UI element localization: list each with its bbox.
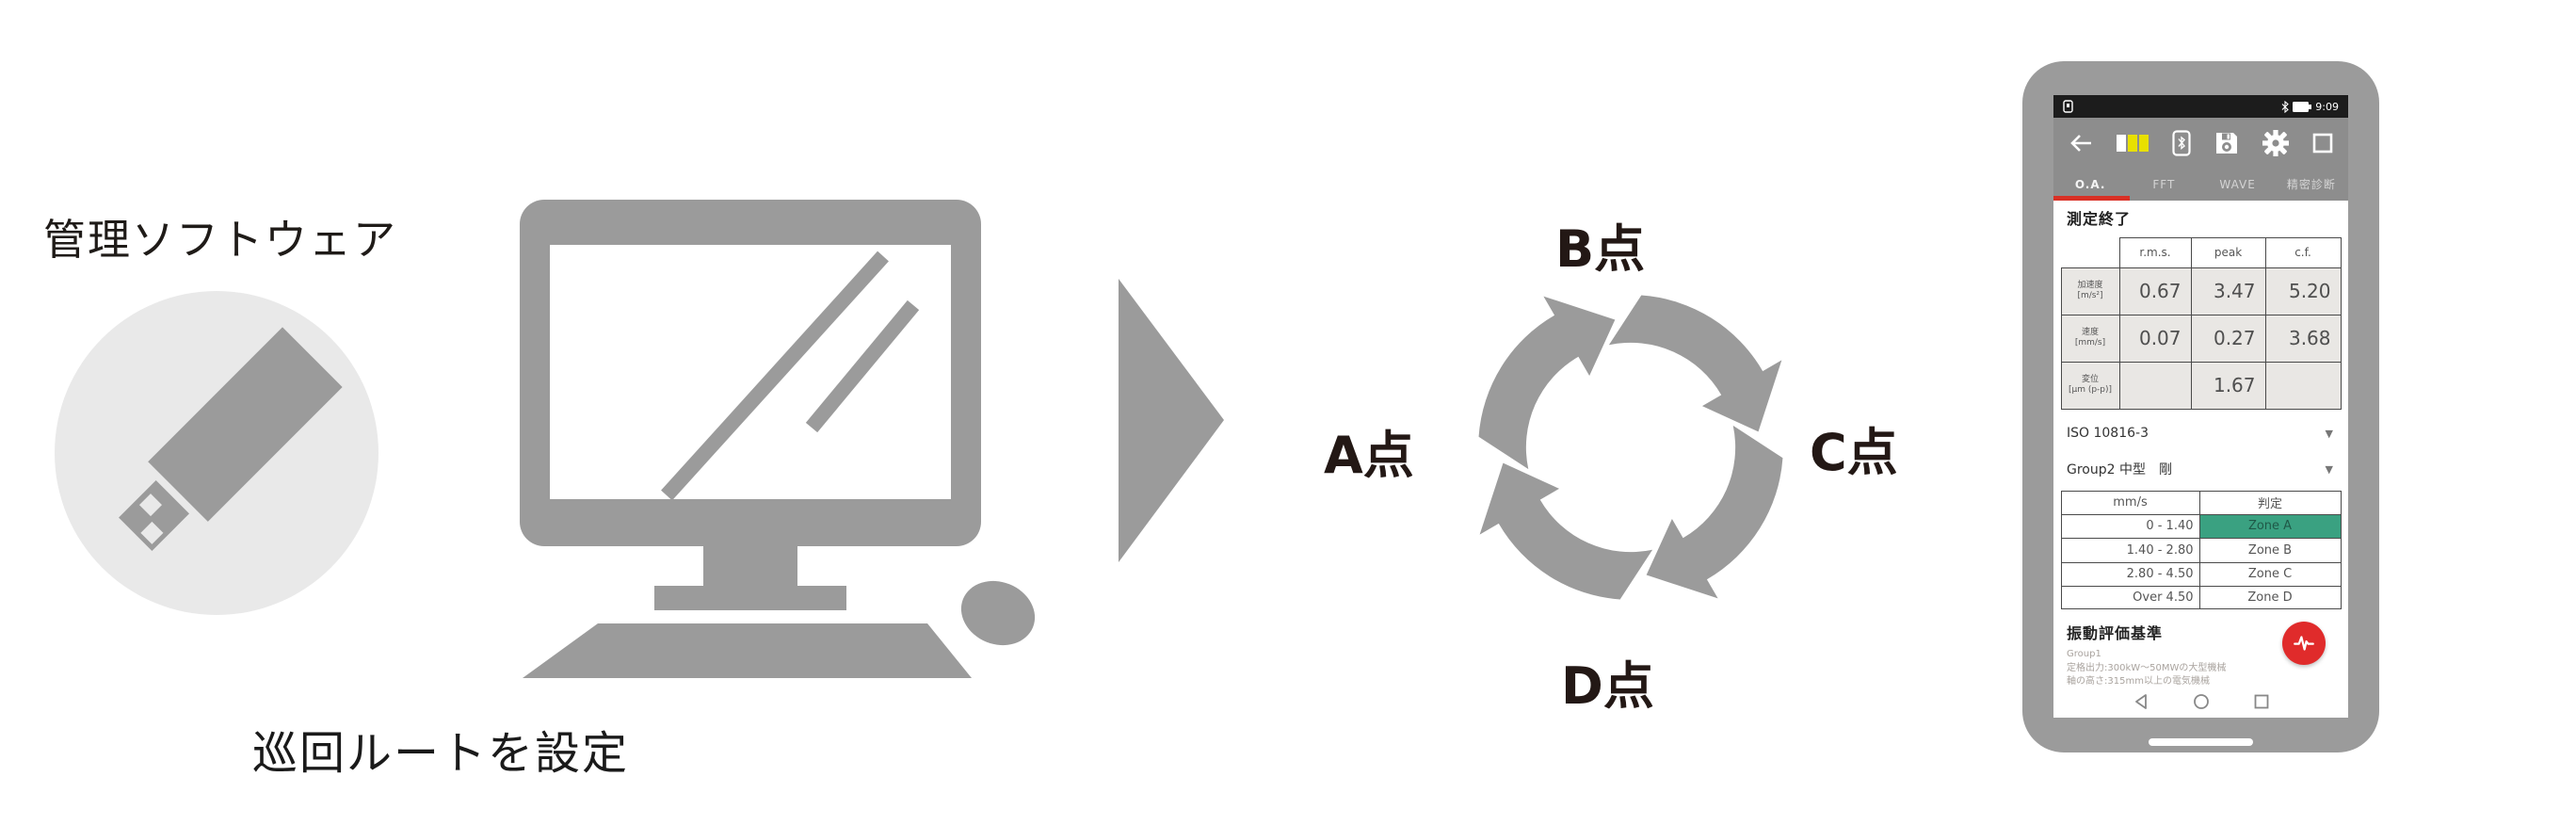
value-cell (2118, 361, 2192, 410)
route-setup-label: 巡回ルートを設定 (252, 727, 630, 780)
status-bar: 9:09 (2053, 95, 2348, 118)
tab-fft[interactable]: FFT (2152, 177, 2176, 191)
screen-reflection-line (805, 299, 920, 433)
value-cell: 0.07 (2118, 314, 2192, 363)
cycle-arrows-icon (1447, 264, 1814, 635)
group-select-value: Group2 中型 剛 (2067, 462, 2172, 477)
dropdown-caret-icon: ▼ (2325, 427, 2333, 440)
active-tab-underline (2053, 196, 2130, 201)
nav-home-icon[interactable] (2193, 693, 2210, 710)
sd-card-icon (2063, 100, 2073, 113)
monitor-screen (550, 245, 951, 499)
zone-a-cell: Zone A (2198, 513, 2342, 539)
criteria-line: 定格出力:300kW〜50MWの大型機械 (2067, 662, 2227, 673)
column-header: peak (2190, 236, 2266, 268)
value-cell: 0.27 (2190, 314, 2266, 363)
flow-arrow-icon (1119, 279, 1224, 566)
window-square-icon[interactable] (2312, 133, 2333, 154)
zone-d-cell: Zone D (2198, 585, 2342, 609)
row-label-velocity: 速度 [mm/s] (2060, 314, 2120, 363)
tab-oa[interactable]: O.A. (2074, 177, 2106, 191)
value-cell: 3.68 (2264, 314, 2342, 363)
row-label-acceleration: 加速度 [m/s²] (2060, 267, 2120, 315)
clock-time: 9:09 (2315, 100, 2339, 113)
group-select[interactable]: Group2 中型 剛 ▼ (2067, 460, 2333, 478)
monitor-neck (703, 544, 797, 586)
tab-precision-diagnosis[interactable]: 精密診断 (2286, 178, 2336, 191)
cycle-point-d-label: D点 (1561, 656, 1654, 716)
zone-c-cell: Zone C (2198, 561, 2342, 587)
battery-icon (2293, 101, 2312, 112)
standard-select[interactable]: ISO 10816-3 ▼ (2067, 426, 2333, 441)
zone-range-cell: 1.40 - 2.80 (2060, 537, 2200, 563)
row-label-displacement: 変位 [μm (p-p)] (2060, 361, 2120, 410)
value-cell: 3.47 (2190, 267, 2266, 315)
tab-bar: O.A. FFT WAVE 精密診断 (2053, 168, 2348, 201)
keyboard (523, 623, 972, 678)
monitor-base (654, 586, 846, 610)
fab-waveform-icon (2294, 636, 2314, 651)
zone-b-cell: Zone B (2198, 537, 2342, 563)
desktop-computer-icon (508, 188, 1036, 684)
measurement-status-title: 測定終了 (2067, 210, 2132, 228)
zone-column-header: mm/s (2060, 490, 2200, 515)
column-header: c.f. (2264, 236, 2342, 268)
app-toolbar (2053, 118, 2348, 168)
back-arrow-icon[interactable] (2069, 133, 2093, 154)
tab-wave[interactable]: WAVE (2219, 177, 2256, 191)
standard-select-value: ISO 10816-3 (2067, 426, 2149, 441)
criteria-line: Group1 (2067, 649, 2101, 659)
column-header: r.m.s. (2118, 236, 2192, 268)
table-corner-cell (2060, 236, 2120, 268)
value-cell: 0.67 (2118, 267, 2192, 315)
cycle-point-a-label: A点 (1324, 426, 1414, 485)
phone-screen: 9:09 (2053, 95, 2348, 718)
nav-recents-icon[interactable] (2253, 693, 2270, 710)
value-cell: 5.20 (2264, 267, 2342, 315)
smartphone: 9:09 (2022, 61, 2379, 752)
zone-column-header: 判定 (2198, 490, 2342, 515)
home-indicator (2149, 738, 2253, 746)
bluetooth-device-icon[interactable] (2172, 129, 2191, 156)
value-cell (2264, 361, 2342, 410)
cycle-point-c-label: C点 (1810, 423, 1898, 482)
settings-gear-icon[interactable] (2262, 129, 2289, 156)
battery-level-icon[interactable] (2117, 134, 2149, 152)
usb-drive-icon (119, 327, 343, 551)
zone-range-cell: 0 - 1.40 (2060, 513, 2200, 539)
criteria-heading: 振動評価基準 (2067, 624, 2164, 642)
zone-range-cell: Over 4.50 (2060, 585, 2200, 609)
screen-reflection-line (661, 251, 889, 501)
cycle-point-b-label: B点 (1555, 219, 1646, 279)
bluetooth-icon (2281, 100, 2290, 113)
save-icon[interactable] (2214, 131, 2239, 155)
android-nav-bar (2053, 686, 2348, 718)
zone-range-cell: 2.80 - 4.50 (2060, 561, 2200, 587)
management-software-label: 管理ソフトウェア (43, 215, 398, 265)
mouse (960, 580, 1036, 646)
nav-back-icon[interactable] (2133, 693, 2149, 710)
record-fab-button[interactable] (2282, 622, 2326, 665)
value-cell: 1.67 (2190, 361, 2266, 410)
measurement-table: r.m.s. peak c.f. 加速度 [m/s²] 0.67 3.47 5.… (2060, 236, 2348, 410)
software-circle (55, 291, 378, 615)
dropdown-caret-icon: ▼ (2325, 462, 2333, 476)
zone-table: mm/s 判定 0 - 1.40 Zone A 1.40 - 2.80 Zone… (2060, 490, 2348, 609)
criteria-line: 軸の高さ:315mm以上の電気機械 (2067, 676, 2210, 687)
